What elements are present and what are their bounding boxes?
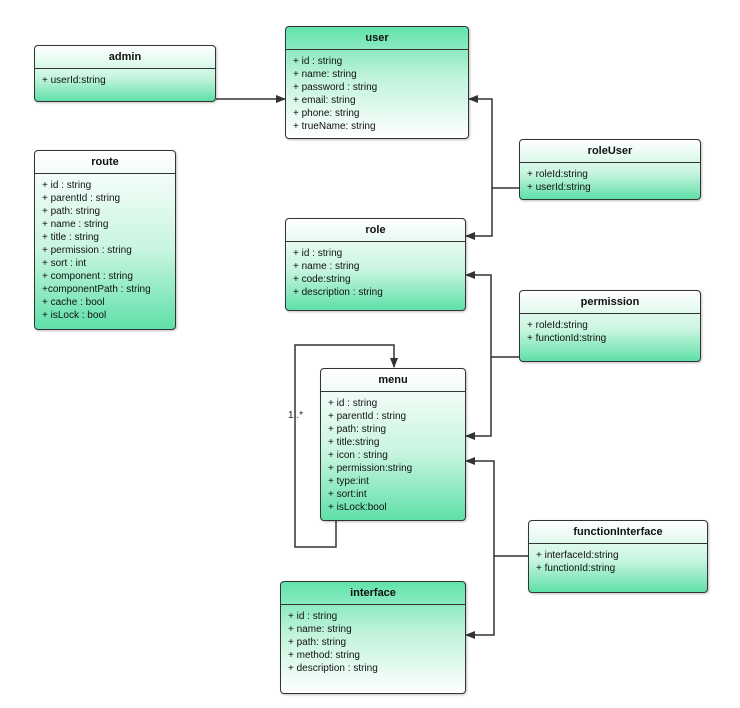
edge-functioninterface-menu xyxy=(465,457,528,557)
class-attribute: + path: string xyxy=(42,206,101,217)
class-attribute: + trueName: string xyxy=(293,121,376,132)
class-functioninterface-name: functionInterface xyxy=(529,521,707,544)
class-route-name: route xyxy=(35,151,175,174)
class-attribute: + permission:string xyxy=(328,463,413,474)
class-menu-attributes: + id : string + parentId : string + path: … xyxy=(321,392,465,514)
class-attribute: + path: string xyxy=(288,637,347,648)
class-attribute: + password : string xyxy=(293,82,378,93)
class-admin[interactable]: admin + userId:string xyxy=(34,45,216,102)
class-role[interactable]: role + id : string + name : string + code:… xyxy=(285,218,466,311)
class-attribute: + roleId:string xyxy=(527,320,588,331)
class-menu-name: menu xyxy=(321,369,465,392)
class-attribute: + name: string xyxy=(288,624,352,635)
class-attribute: + userId:string xyxy=(42,75,106,86)
class-interface[interactable]: interface + id : string + name: string + p… xyxy=(280,581,466,694)
class-attribute: + sort:int xyxy=(328,489,367,500)
menu-self-multiplicity: 1..* xyxy=(288,410,304,421)
class-attribute: + id : string xyxy=(288,611,338,622)
class-attribute: + code:string xyxy=(293,274,351,285)
class-attribute: + interfaceId:string xyxy=(536,550,619,561)
class-role-attributes: + id : string + name : string + code:strin… xyxy=(286,242,465,299)
class-user-attributes: + id : string + name: string + password : … xyxy=(286,50,468,133)
class-attribute: + name: string xyxy=(293,69,357,80)
edge-roleuser-user xyxy=(468,95,519,189)
edge-roleuser-role xyxy=(465,188,493,240)
class-functioninterface-attributes: + interfaceId:string + functionId:string xyxy=(529,544,707,575)
edge-menu-self xyxy=(294,344,398,548)
class-attribute: + path: string xyxy=(328,424,387,435)
class-user[interactable]: user + id : string + name: string + passwo… xyxy=(285,26,469,139)
class-attribute: + title : string xyxy=(42,232,99,243)
edge-permission-role xyxy=(465,271,519,358)
edge-functioninterface-interface xyxy=(465,556,495,639)
class-attribute: + functionId:string xyxy=(527,333,607,344)
class-attribute: +componentPath : string xyxy=(42,284,151,295)
class-route-attributes: + id : string + parentId : string + path: … xyxy=(35,174,175,322)
class-attribute: + isLock:bool xyxy=(328,502,387,513)
class-roleuser[interactable]: roleUser + roleId:string + userId:string xyxy=(519,139,701,200)
class-functioninterface[interactable]: functionInterface + interfaceId:string+ … xyxy=(528,520,708,593)
class-permission-name: permission xyxy=(520,291,700,314)
class-role-name: role xyxy=(286,219,465,242)
class-attribute: + name : string xyxy=(42,219,109,230)
class-permission[interactable]: permission + roleId:string + functionId:s… xyxy=(519,290,701,362)
class-admin-attributes: + userId:string xyxy=(35,69,215,87)
class-attribute: + id : string xyxy=(42,180,92,191)
class-attribute: + phone: string xyxy=(293,108,360,119)
class-interface-name: interface xyxy=(281,582,465,605)
class-attribute: + icon : string xyxy=(328,450,388,461)
class-attribute: + type:int xyxy=(328,476,369,487)
class-permission-attributes: + roleId:string + functionId:string xyxy=(520,314,700,345)
edge-permission-menu xyxy=(465,357,492,440)
class-roleuser-name: roleUser xyxy=(520,140,700,163)
class-interface-attributes: + id : string + name: string + path: strin… xyxy=(281,605,465,675)
class-attribute: + functionId:string xyxy=(536,563,616,574)
class-admin-name: admin xyxy=(35,46,215,69)
class-route[interactable]: route + id : string+ parentId : string+ … xyxy=(34,150,176,330)
class-user-name: user xyxy=(286,27,468,50)
class-attribute: + id : string xyxy=(328,398,378,409)
class-attribute: + method: string xyxy=(288,650,360,661)
class-attribute: + title:string xyxy=(328,437,380,448)
class-attribute: + description : string xyxy=(293,287,383,298)
class-attribute: + id : string xyxy=(293,56,343,67)
class-attribute: + permission : string xyxy=(42,245,132,256)
class-attribute: + component : string xyxy=(42,271,133,282)
class-attribute: + cache : bool xyxy=(42,297,105,308)
class-attribute: + roleId:string xyxy=(527,169,588,180)
class-attribute: + parentId : string xyxy=(42,193,121,204)
class-attribute: + parentId : string xyxy=(328,411,407,422)
class-attribute: + email: string xyxy=(293,95,356,106)
class-attribute: + name : string xyxy=(293,261,360,272)
class-attribute: + isLock : bool xyxy=(42,310,107,321)
class-roleuser-attributes: + roleId:string + userId:string xyxy=(520,163,700,194)
class-attribute: + userId:string xyxy=(527,182,591,193)
class-attribute: + id : string xyxy=(293,248,343,259)
class-menu[interactable]: menu + id : string + parentId : string + p… xyxy=(320,368,466,521)
class-attribute: + sort : int xyxy=(42,258,87,269)
class-attribute: + description : string xyxy=(288,663,378,674)
